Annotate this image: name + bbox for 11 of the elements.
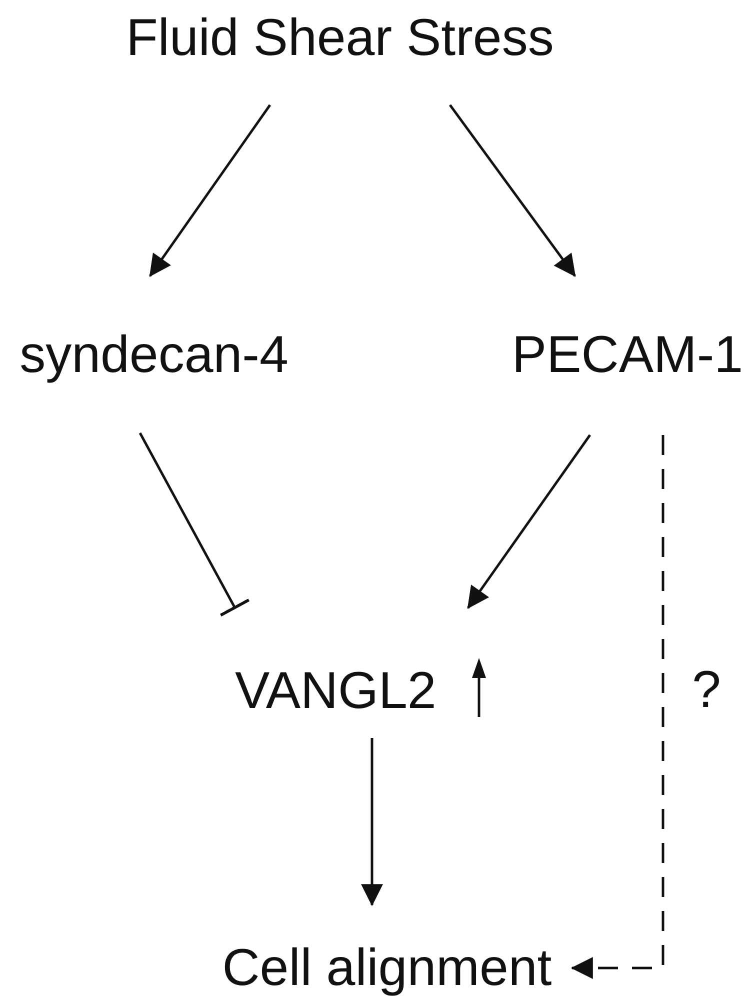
arrow bbox=[449, 104, 576, 277]
node-label: PECAM-1 bbox=[512, 325, 744, 385]
node-label: VANGL2 bbox=[235, 661, 436, 721]
node-label: Cell alignment bbox=[222, 938, 552, 996]
node-label: syndecan-4 bbox=[20, 325, 288, 385]
node-label: Fluid Shear Stress bbox=[126, 8, 554, 68]
arrow bbox=[148, 104, 272, 277]
arrow bbox=[466, 434, 592, 609]
arrow bbox=[361, 738, 383, 906]
dashed-arrow bbox=[570, 435, 664, 979]
inhibition-line bbox=[138, 432, 250, 616]
